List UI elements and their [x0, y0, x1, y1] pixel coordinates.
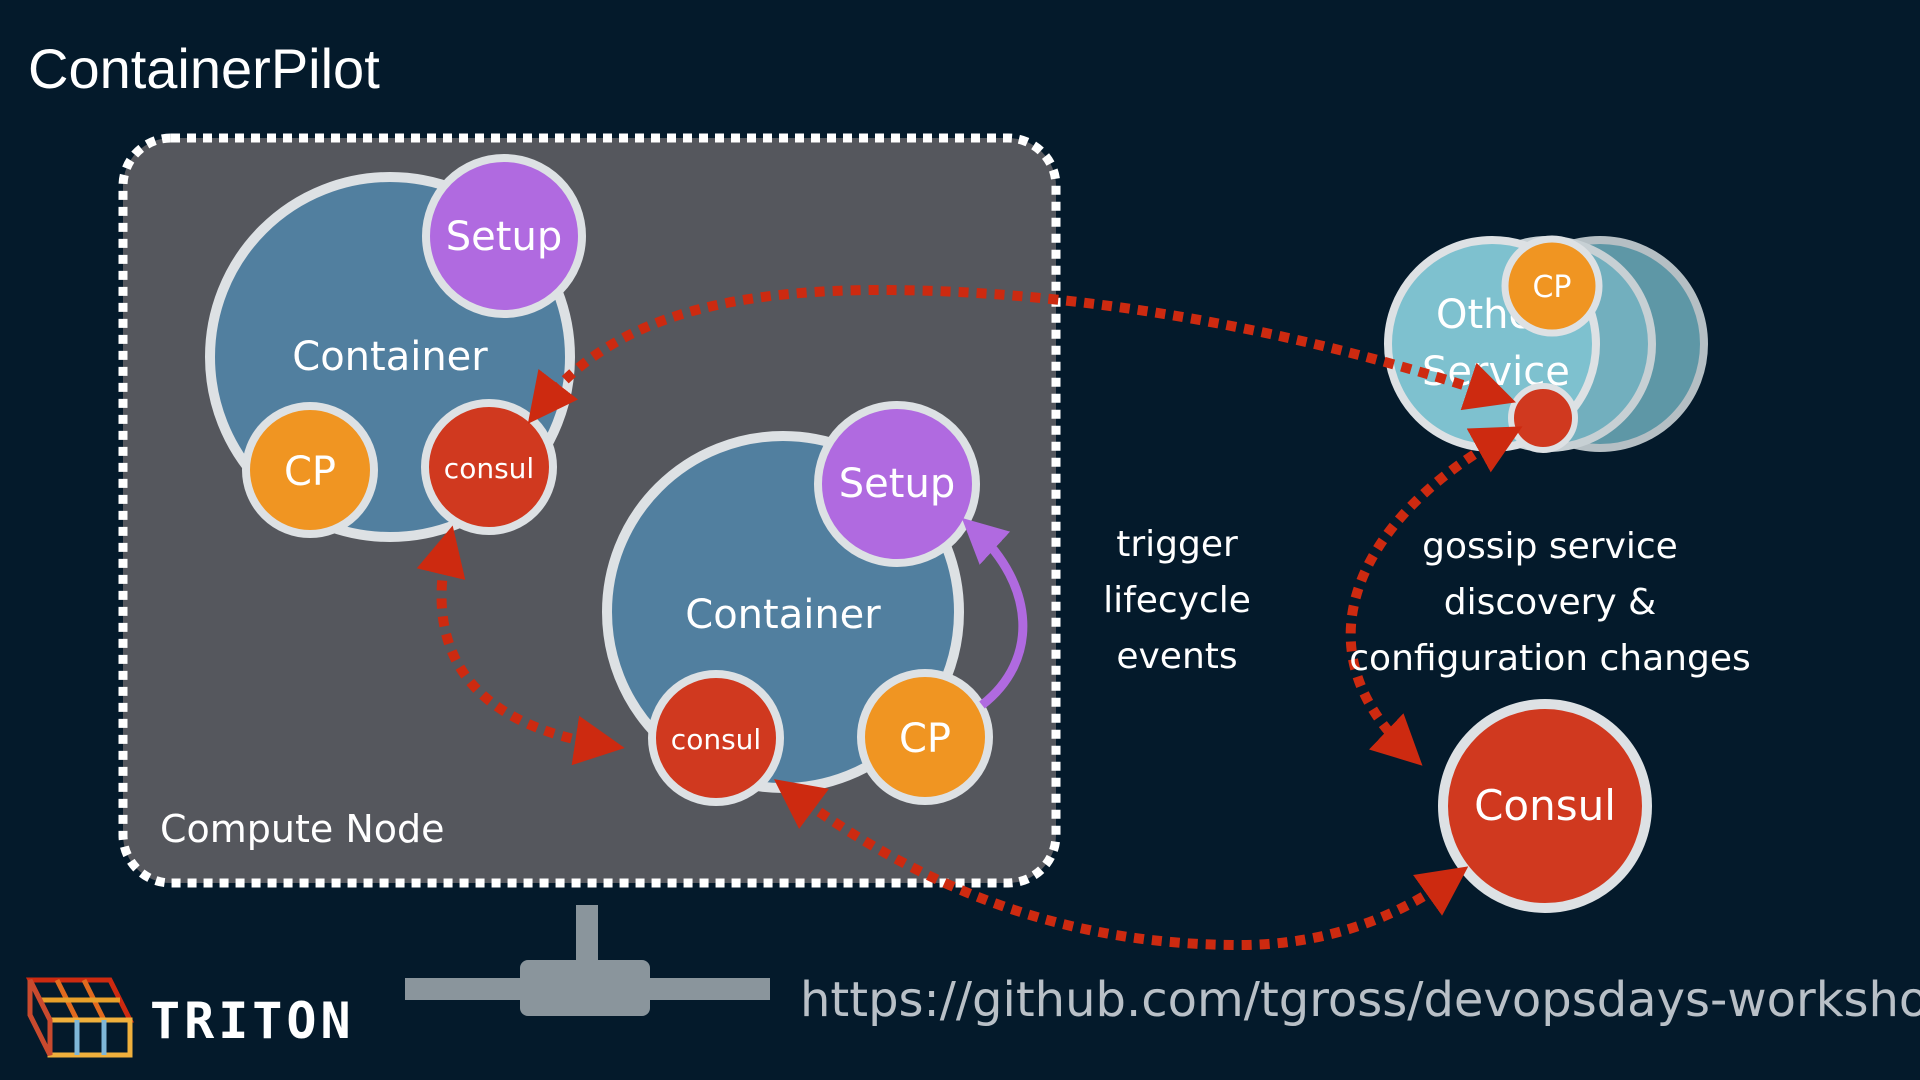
- arrow-consul-1-to-consul-2: [416, 525, 625, 766]
- lifecycle-note: trigger lifecycle events: [1103, 524, 1251, 677]
- container-2-label: Container: [685, 592, 881, 638]
- container-2: Container Setup CP consul: [602, 401, 993, 806]
- gossip-note-line3: configuration changes: [1349, 638, 1750, 679]
- arrow-other-service-to-consul-1: [527, 284, 1516, 424]
- container-2-consul-circle: [648, 670, 784, 806]
- triton-logo-icon: [25, 977, 135, 1058]
- consul-server-label: Consul: [1474, 781, 1616, 830]
- container-1-setup-label: Setup: [446, 214, 562, 260]
- container-1-setup-circle: [422, 154, 586, 318]
- container-2-cp-label: CP: [899, 716, 951, 762]
- workshop-url[interactable]: https://github.com/tgross/devopsdays-wor…: [800, 972, 1920, 1028]
- gossip-note-line1: gossip service: [1422, 526, 1678, 567]
- lifecycle-note-line3: events: [1116, 636, 1237, 677]
- lifecycle-note-line1: trigger: [1116, 524, 1238, 565]
- triton-logo: TRITON: [25, 977, 355, 1058]
- triton-logo-text: TRITON: [150, 992, 355, 1050]
- gossip-note: gossip service discovery & configuration…: [1349, 526, 1750, 679]
- monitor-stand: [405, 905, 770, 1016]
- other-service-consul-agent: [1508, 383, 1578, 453]
- slide-title: ContainerPilot: [28, 37, 380, 100]
- gossip-note-line2: discovery &: [1444, 582, 1657, 623]
- other-service-cp-label: CP: [1532, 270, 1571, 305]
- lifecycle-note-line2: lifecycle: [1103, 580, 1251, 621]
- arrow-consul-2-to-consul-server: [773, 779, 1469, 951]
- consul-server: Consul: [1438, 699, 1652, 913]
- container-1-consul-label: consul: [444, 452, 534, 485]
- other-service-cp-circle: [1501, 235, 1603, 337]
- arrow-other-service-to-consul-server: [1345, 426, 1523, 766]
- compute-node-label: Compute Node: [160, 807, 445, 851]
- container-1: Container Setup CP consul: [205, 154, 586, 542]
- lifecycle-arrow: [961, 517, 1028, 709]
- container-1-cp-circle: [242, 402, 378, 538]
- container-2-setup-label: Setup: [839, 461, 955, 507]
- container-2-consul-label: consul: [671, 723, 761, 756]
- other-service: Other Service CP: [1384, 235, 1708, 453]
- container-1-label: Container: [292, 334, 488, 380]
- container-1-cp-label: CP: [284, 449, 336, 495]
- gossip-arrows: [416, 284, 1523, 951]
